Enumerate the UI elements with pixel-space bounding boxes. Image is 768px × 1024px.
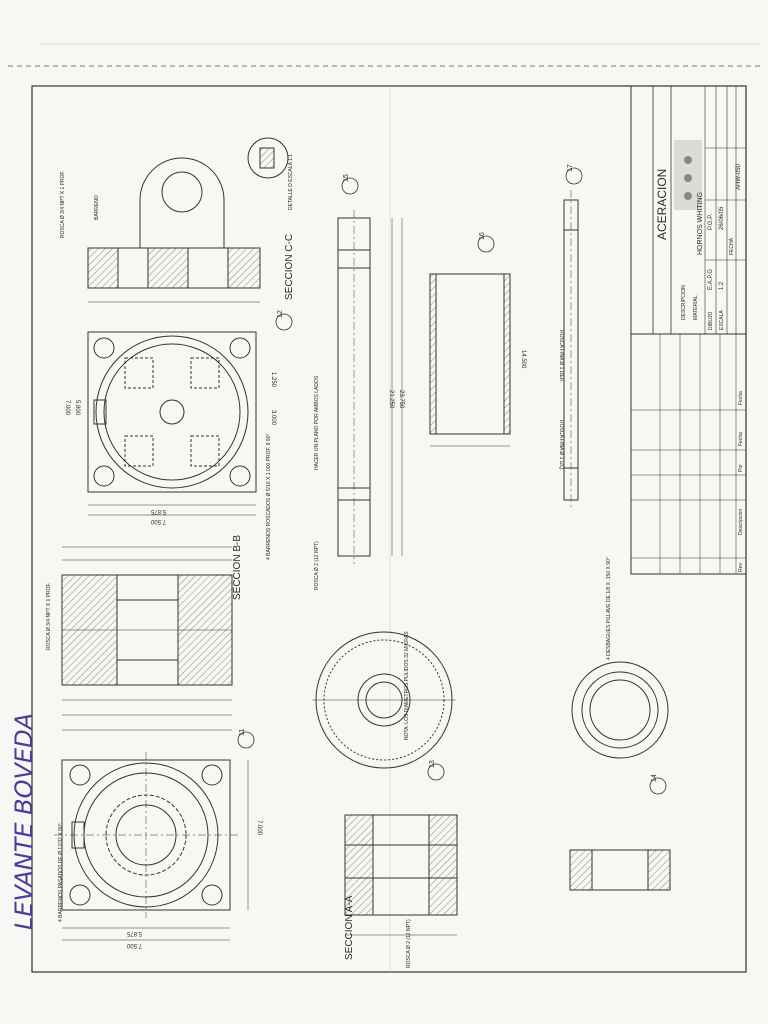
dim-7500-b: 7.500	[150, 518, 166, 524]
dim-1250: 1.250	[270, 372, 276, 388]
title-text: ACERACION	[655, 169, 669, 240]
part-15-shaft	[337, 210, 403, 564]
description-label: DESCRIPCION	[681, 285, 687, 320]
date-value: 26/06/05	[719, 206, 725, 230]
checked-by: P.G.P.	[708, 214, 714, 230]
company-logo	[674, 140, 702, 210]
desbagues-note: 4 DESBAGUES P/LLAVE DE 1/8 X .150 X 90°	[606, 557, 612, 660]
part-14-top-view	[571, 661, 669, 759]
dim-7000: 7.000	[256, 820, 262, 836]
dim-14500: 14.500	[520, 350, 526, 369]
revision-table: Rev Descripcion Por Fecha Fecha	[630, 333, 747, 575]
drawn-label: DIBUJO	[708, 312, 714, 330]
balloon-13: 13	[429, 760, 436, 768]
dim-7500: 7.500	[126, 942, 142, 948]
dim-7000-b: 7.000	[64, 400, 70, 416]
part-11-section-bb	[61, 546, 233, 731]
detail-d-label: DETALLE D ESCALA 1:1	[288, 154, 294, 210]
rosca-fina-izq: ROSCA FINA Ø 1 IZQ.	[558, 420, 564, 471]
balloon-16: 16	[479, 232, 486, 240]
balloon-15: 15	[343, 174, 350, 182]
rev-header: Rev	[738, 563, 744, 572]
section-cc-label: SECCION C-C	[284, 234, 295, 300]
company-name: HORNOS WHITING	[697, 192, 704, 255]
dim-5800: 5.800	[74, 400, 80, 416]
barrenos-roscados-note: 4 BARRENOS ROSCADOS Ø 5/16 X 1.000 PROF.…	[266, 434, 272, 561]
barreno-label: BARRENO	[94, 195, 100, 220]
dim-23750: 23.750	[398, 390, 404, 409]
hacer-plano-note: HACER UN PLANO POR AMBOS LADOS	[314, 375, 320, 470]
scale-value: 1:2	[719, 281, 725, 290]
handwritten-note: LEVANTE BOVEDA	[10, 713, 38, 930]
description-header: Descripcion	[738, 509, 744, 535]
barrenos-pasados-note: 4 BARRENOS PASADOS DE Ø 17/32 X 90°	[58, 823, 64, 922]
dim-5875: 5.875	[126, 930, 142, 936]
balloon-17: 17	[567, 164, 574, 172]
rosca-2-12-bottom: ROSCA Ø 2 (12 NPT)	[406, 919, 412, 968]
part-11-top-view	[54, 752, 249, 941]
dim-21250: 21.250	[388, 390, 394, 409]
balloon-14: 14	[651, 774, 658, 782]
dim-5875-b: 5.875	[150, 508, 166, 514]
detail-d	[247, 137, 289, 179]
rosca-fina-der: ROSCA FINA Ø 1 DER.	[558, 330, 564, 383]
rosca-3-4-note: ROSCA Ø 3/4 NPT X 1 PROF.	[46, 583, 52, 650]
rosca-3-4-top-note: ROSCA Ø 3/4 NPT X 1 PROF.	[60, 171, 66, 238]
por-header: Por	[738, 464, 744, 472]
section-bb-label: SECCION B-B	[232, 535, 243, 600]
date-label: FECHA	[729, 237, 735, 255]
part-13-section-aa	[344, 814, 458, 936]
material-label: MATERIAL	[693, 295, 699, 320]
sheet-code: AHW-050	[736, 163, 742, 190]
balloon-11: 11	[239, 729, 246, 736]
drawn-by: E.A.P.G	[708, 269, 714, 290]
nota-diametros: NOTA: LOS DIAMETROS PULIDOS 32 MICRAS	[404, 631, 410, 740]
part-14-section	[569, 849, 671, 891]
part-13-top-view	[312, 631, 456, 769]
fecha2-header: Fecha	[738, 391, 744, 405]
scale-label: ESCALA	[719, 310, 725, 330]
dim-3000: 3.000	[270, 410, 276, 426]
part-12-top-view	[87, 331, 257, 516]
part-17-rod	[563, 190, 579, 510]
rosca-2-12-shaft: ROSCA Ø 2 (12 NPT)	[314, 541, 320, 590]
balloon-12: 12	[277, 310, 284, 318]
title-block: ACERACION HORNOS WHITING DESCRIPCION MAT…	[630, 85, 747, 335]
part-16-tube	[429, 273, 511, 447]
part-balloons	[237, 167, 667, 795]
part-12-section-cc	[87, 157, 261, 303]
section-aa-label: SECCION A-A	[344, 895, 355, 960]
fecha-header: Fecha	[738, 432, 744, 446]
